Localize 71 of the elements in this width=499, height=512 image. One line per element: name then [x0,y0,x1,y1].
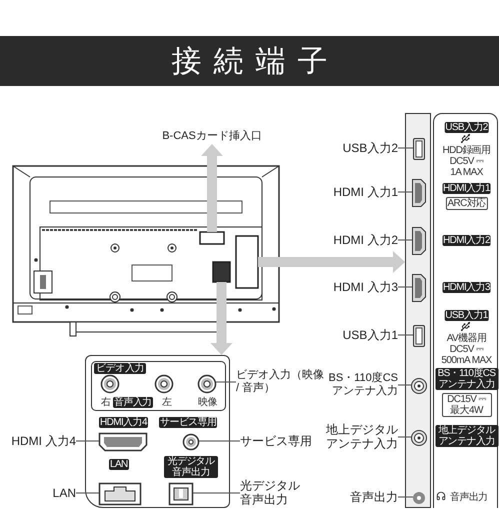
port-label: 地上デジタルアンテナ入力 [435,425,498,447]
port-label: 音声入力 [113,397,153,408]
leader-line [398,436,412,438]
port-label: BS・110度CSアンテナ入力 [435,368,498,390]
title: 接続端子 [170,42,340,80]
callout-text: USB入力1 [342,328,398,342]
spec-text: 右 [100,397,112,408]
port-label: HDMI入力2 [442,235,491,246]
hdmi-port [412,227,426,255]
leader-line [76,492,100,494]
lan-port [99,483,141,505]
spec-text: AV機器用 [446,333,488,344]
rca-jack [183,434,199,450]
callout-text: 地上デジタルアンテナ入力 [322,422,398,452]
port-label: HDMI入力1 [442,183,491,194]
hdmi-port [412,179,426,207]
port-label: 光デジタル音声出力 [164,456,218,478]
callout-text: BS・110度CSアンテナ入力 [328,372,398,398]
callout-text: ビデオ入力（映像 / 音声） [236,368,326,396]
spec-text: 左 [161,397,172,408]
spec-text: DC5V ⎓ 500mA MAX [440,344,493,366]
callout-text: HDMI 入力3 [333,280,398,294]
spec-text: DC5V ⎓ 1A MAX [448,156,485,178]
spec-label: DC15V ⎓ 最大4W [442,393,492,417]
callout-text: HDMI 入力2 [333,232,398,248]
callout-text: HDMI 入力4 [11,434,76,448]
usb-port [413,325,425,347]
spec-label: ARC対応 [445,197,488,210]
callout-text: USB入力2 [342,140,398,156]
callout-text: サービス専用 [240,434,312,448]
side-terminal-area [235,235,259,289]
antenna-jack [411,430,427,446]
port-label: USB入力2 [444,122,489,133]
audio-jack [413,492,425,504]
leader-line [192,492,240,494]
spec-text: 映像 [197,397,218,408]
port-label: HDMI入力4 [99,417,148,428]
side-terminal-panel [405,113,431,508]
leader-line [398,286,412,288]
leader-line [398,496,414,498]
callout-text: LAN [52,486,76,500]
callout-text: 音声出力 [350,490,398,504]
port-label: HDMI入力3 [442,282,491,293]
callout-text: 光デジタル音声出力 [240,478,306,508]
leader-line [76,440,100,442]
optical-port [169,483,193,505]
callout-text: B-CASカード挿入口 [162,128,262,144]
leader-line [198,440,240,442]
block-arrow [210,282,232,355]
block-arrow [201,144,223,232]
antenna-jack [411,378,427,394]
block-arrow [258,251,405,273]
card-slot [199,231,225,245]
hdmi-port [412,274,426,302]
leader-line [398,334,414,336]
port-label: LAN [109,459,129,470]
rca-jack [198,375,216,393]
spec-text: 音声出力 [449,492,489,503]
rca-jack [155,375,173,393]
callout-text: HDMI 入力1 [333,184,398,200]
front-terminal-panel [85,355,230,508]
spec-text: HDD録画用 [441,145,492,156]
video-input-group [91,361,226,411]
terminal-block [212,261,231,283]
usb-port [413,138,425,160]
hdmi-port [99,433,147,451]
port-label: USB入力1 [444,310,489,321]
port-label: サービス専用 [159,417,218,428]
leader-line [398,384,412,386]
group-label: ビデオ入力 [94,363,146,374]
rca-jack [101,375,119,393]
